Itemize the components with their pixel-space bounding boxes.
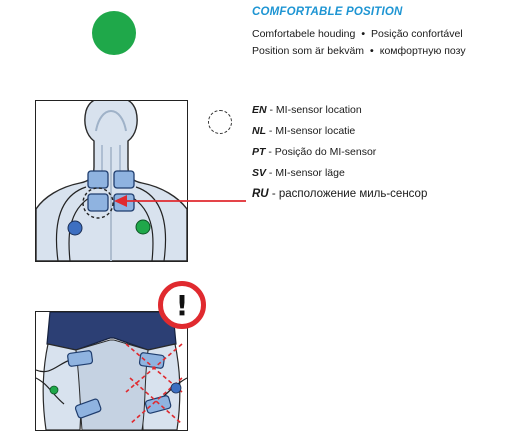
electrode-pad-upper-right	[114, 171, 134, 188]
location-row-nl: NL - MI-sensor locatie	[252, 125, 355, 137]
electrode-pad-right-upper	[139, 352, 165, 368]
legs-electrode-illustration	[35, 311, 188, 431]
comfort-text-sv: Position som är bekväm	[252, 45, 364, 57]
comfort-text-ru: комфортную позу	[380, 45, 466, 57]
electrode-pad-upper-left	[88, 171, 108, 188]
comfort-text-nl: Comfortabele houding	[252, 28, 355, 40]
location-text: - MI-sensor locatie	[266, 125, 355, 137]
exclamation-warning-icon: !	[158, 281, 206, 329]
lang-code: NL	[252, 125, 266, 137]
location-text: - расположение миль-сенсор	[269, 188, 428, 200]
location-row-ru: RU - расположение миль-сенсор	[252, 188, 427, 200]
blue-connector-dot	[68, 221, 82, 235]
location-row-sv: SV - MI-sensor läge	[252, 167, 345, 179]
comfortable-position-title: COMFORTABLE POSITION	[252, 6, 403, 18]
location-text: - MI-sensor location	[267, 104, 362, 116]
green-connector-dot	[136, 220, 150, 234]
legs-figure	[36, 312, 187, 430]
bullet-separator: •	[370, 45, 374, 57]
bullet-separator: •	[361, 28, 365, 40]
green-connector-dot	[50, 386, 58, 394]
lang-code: PT	[252, 146, 265, 158]
comfortable-status-dot-icon	[92, 11, 136, 55]
electrode-pad-lower-left	[88, 194, 108, 211]
neck-back-figure	[36, 101, 187, 261]
lang-code: SV	[252, 167, 266, 179]
location-text: - MI-sensor läge	[266, 167, 345, 179]
lang-code: EN	[252, 104, 267, 116]
blue-connector-dot	[171, 383, 181, 393]
location-row-pt: PT - Posição do MI-sensor	[252, 146, 376, 158]
neck-electrode-illustration	[35, 100, 188, 262]
comfort-translations-line-1: Comfortabele houding • Posição confortável	[252, 28, 463, 40]
sensor-location-dashed-circle-icon	[208, 110, 232, 134]
electrode-pad-lower-right	[114, 194, 134, 211]
location-row-en: EN - MI-sensor location	[252, 104, 362, 116]
location-text: - Posição do MI-sensor	[265, 146, 376, 158]
comfort-text-pt: Posição confortável	[371, 28, 463, 40]
comfort-translations-line-2: Position som är bekväm • комфортную позу	[252, 45, 466, 57]
electrode-pad-left-upper	[67, 350, 93, 366]
warning-symbol: !	[176, 289, 189, 322]
lang-code: RU	[252, 188, 269, 200]
